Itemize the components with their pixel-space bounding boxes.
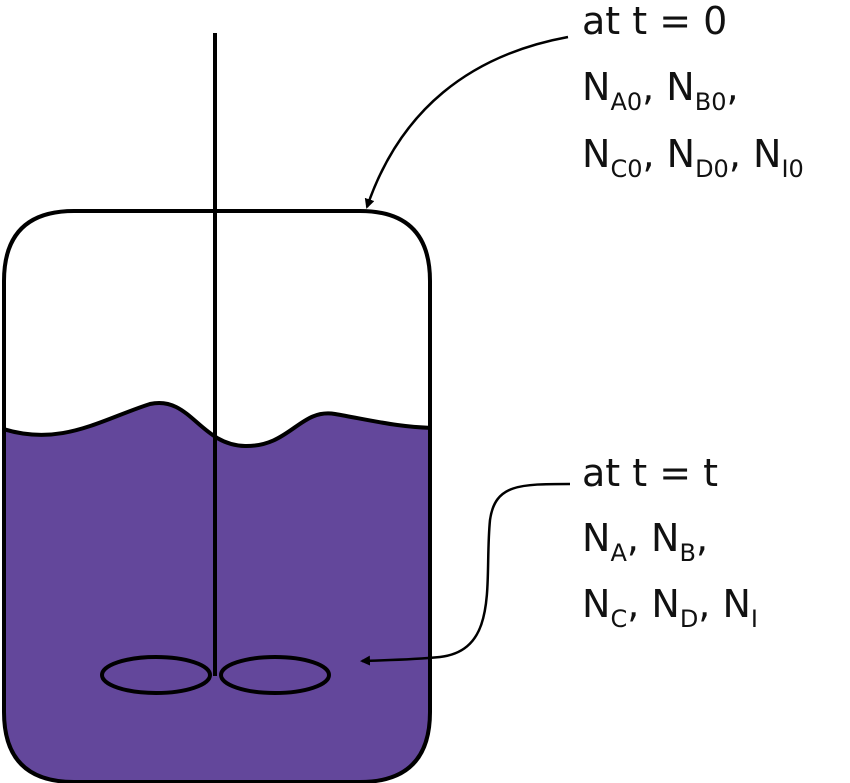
species-symbol: N [667, 132, 695, 176]
species-subscript: A [610, 539, 627, 567]
current-state-arrow [360, 482, 571, 666]
species-subscript: C [610, 605, 627, 633]
current-state-heading: at t = t [582, 451, 718, 495]
initial-state-line-1: NA0, NB0, [582, 65, 739, 116]
species-symbol: N [582, 65, 610, 109]
species-separator: , [729, 132, 753, 176]
vessel-outline [2, 209, 432, 783]
initial-state-heading: at t = 0 [582, 0, 727, 43]
species-separator: , [726, 65, 738, 109]
species-subscript: A0 [610, 88, 642, 116]
impeller-blade-left [100, 655, 212, 695]
species-subscript: B0 [695, 88, 727, 116]
current-state-line-1: NA, NB, [582, 516, 708, 567]
species-symbol: N [582, 516, 610, 560]
initial-state-line-2: NC0, ND0, NI0​ [582, 132, 804, 183]
species-separator: , [642, 65, 666, 109]
current-state-line-2: NC, ND, NI​ [582, 582, 758, 633]
species-subscript: C0 [610, 155, 642, 183]
species-symbol: N [666, 65, 694, 109]
species-symbol: N [582, 582, 610, 626]
species-separator: , [627, 582, 651, 626]
initial-state-arrow [364, 35, 569, 209]
impeller-blade-right [219, 655, 331, 695]
species-subscript: D [680, 605, 698, 633]
species-subscript: B [679, 539, 695, 567]
species-symbol: N [651, 582, 679, 626]
species-symbol: N [753, 132, 781, 176]
species-separator: , [642, 132, 666, 176]
species-separator: , [627, 516, 651, 560]
species-symbol: N [582, 132, 610, 176]
species-separator: , [698, 582, 722, 626]
species-subscript: D0 [695, 155, 729, 183]
species-subscript: I [751, 605, 758, 633]
species-symbol: N [722, 582, 750, 626]
species-subscript: I0 [781, 155, 803, 183]
species-symbol: N [651, 516, 679, 560]
liquid [4, 402, 430, 782]
species-separator: , [696, 516, 708, 560]
liquid-surface [4, 400, 430, 449]
